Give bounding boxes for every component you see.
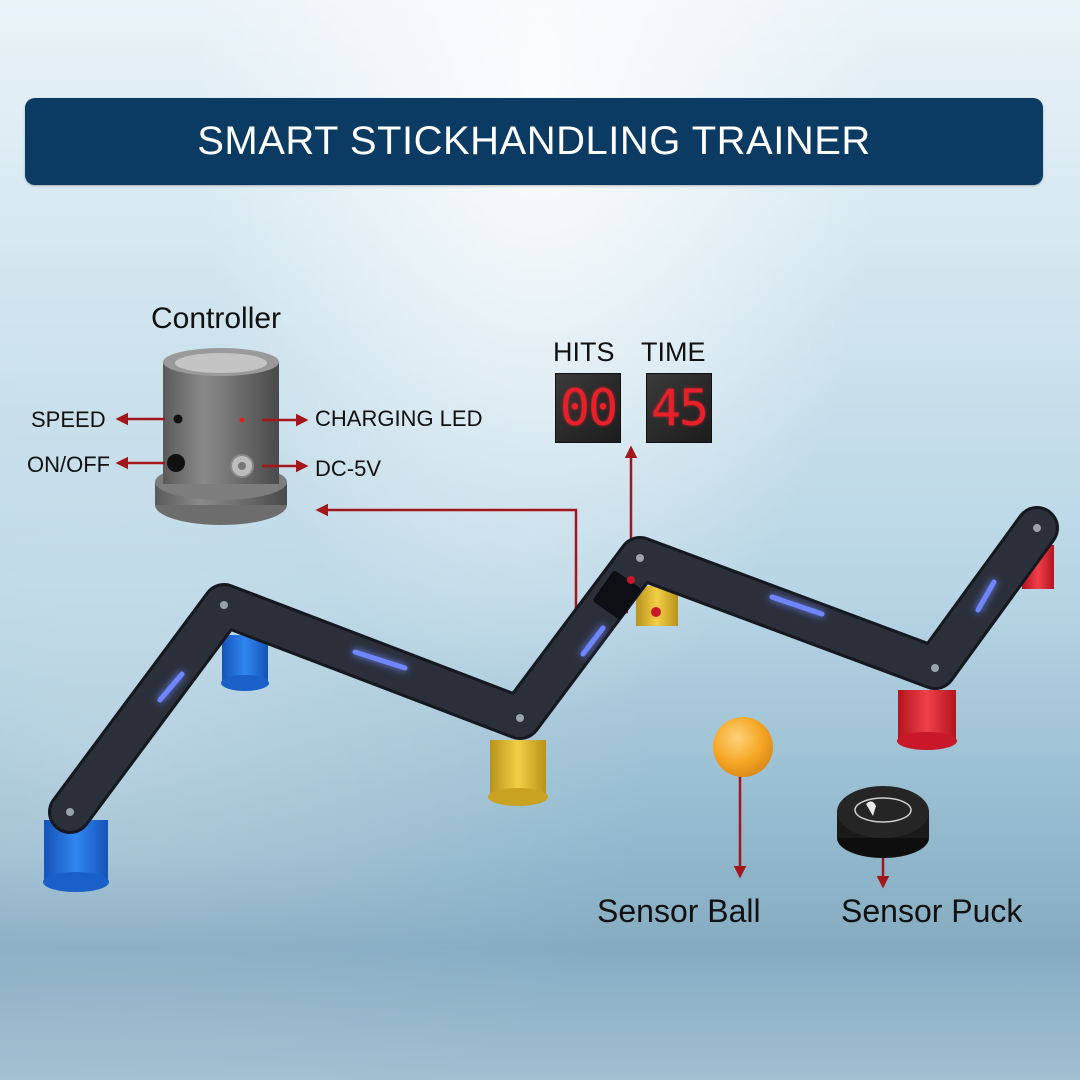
sensor-ball [713,717,773,777]
hits-display: 00 [555,373,621,443]
controller-title: Controller [151,302,282,335]
time-label: TIME [641,337,706,367]
led-strips [157,579,997,703]
speed-label: SPEED [31,407,106,432]
hits-value: 00 [559,379,618,437]
title-banner: SMART STICKHANDLING TRAINER [25,98,1043,185]
dc-5v-label: DC-5V [315,456,382,481]
on-off-label: ON/OFF [27,452,111,477]
pivot-holes [66,524,1041,816]
sensor-puck-label: Sensor Puck [841,893,1023,929]
controller-device [155,348,287,525]
time-value: 45 [650,379,709,437]
hits-label: HITS [553,337,615,367]
sensor-ball-label: Sensor Ball [597,893,761,929]
page-title: SMART STICKHANDLING TRAINER [197,119,871,163]
stadium-background [0,860,1080,1080]
time-display: 45 [646,373,712,443]
charging-led-label: CHARGING LED [315,406,483,431]
trainer-arms [48,506,1059,834]
trainer-legs [43,545,1054,892]
sensor-puck [837,786,929,858]
